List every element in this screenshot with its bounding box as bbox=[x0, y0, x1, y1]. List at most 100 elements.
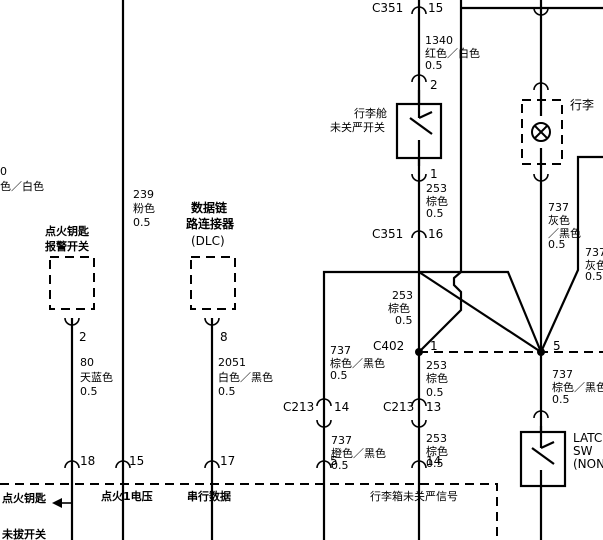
wire-737-orange-color: 橙色／黑色 bbox=[331, 446, 386, 460]
pin-hook bbox=[533, 82, 549, 91]
ign-switch-title1: 点火钥匙 bbox=[45, 224, 90, 238]
wire-253c-circuit: 253 bbox=[426, 359, 447, 372]
bottom-ign-key: 点火钥匙 bbox=[2, 491, 47, 505]
pin-hook bbox=[316, 460, 332, 469]
wire-1340-circuit: 1340 bbox=[425, 34, 453, 47]
pin-hook bbox=[411, 419, 427, 428]
bus-pin-17: 17 bbox=[220, 454, 235, 468]
c351-top-pin: 15 bbox=[428, 1, 443, 15]
wire-253a-gauge: 0.5 bbox=[426, 207, 444, 220]
trunk-switch-pin-top: 2 bbox=[430, 78, 438, 92]
bus-pin-15: 15 bbox=[129, 454, 144, 468]
wire-253a-circuit: 253 bbox=[426, 182, 447, 195]
trunk-switch-pin-bottom: 1 bbox=[430, 167, 438, 181]
switch-contact bbox=[409, 117, 433, 135]
wire-239-gauge: 0.5 bbox=[133, 216, 151, 229]
trunk-lamp bbox=[531, 116, 551, 148]
dlc-box bbox=[190, 256, 236, 310]
latch-switch-box bbox=[519, 430, 567, 488]
bus-pin-5: 5 bbox=[330, 454, 338, 468]
dlc-pin: 8 bbox=[220, 330, 228, 344]
wire-253c-color: 棕色 bbox=[426, 371, 448, 385]
lamp-wire-gauge: 0.5 bbox=[548, 238, 566, 251]
left-circuit: 0 bbox=[0, 165, 7, 178]
wire-1340-gauge: 0.5 bbox=[425, 59, 443, 72]
wire-1340-color: 红色／白色 bbox=[425, 46, 480, 60]
wire-253d-circuit: 253 bbox=[426, 432, 447, 445]
wire-80-gauge: 0.5 bbox=[80, 385, 98, 398]
c213-left-pin: 14 bbox=[334, 400, 349, 414]
pin-hook bbox=[411, 230, 427, 239]
c402-pin-left: 1 bbox=[430, 339, 438, 353]
lamp-wire-color2: ／黑色 bbox=[548, 226, 581, 240]
wire-737-left-gauge: 0.5 bbox=[330, 369, 348, 382]
wire-253b-color: 棕色 bbox=[388, 301, 410, 315]
trunk-switch-label1: 行李舱 bbox=[354, 106, 387, 120]
wire-far-right bbox=[539, 155, 603, 353]
latch-label1: LATC bbox=[573, 431, 602, 445]
lamp-label: 行李 bbox=[570, 97, 594, 112]
wire-253b-gauge: 0.5 bbox=[395, 314, 413, 327]
pin-hook bbox=[411, 6, 427, 15]
c351-top-name: C351 bbox=[372, 1, 403, 15]
wire-80-circuit: 80 bbox=[80, 356, 94, 369]
lamp-wire-circuit: 737 bbox=[548, 201, 569, 214]
pin-hook bbox=[316, 398, 332, 407]
wire-737-right-color: 灰色 bbox=[585, 258, 603, 272]
junction-dot bbox=[415, 348, 423, 356]
pin-hook bbox=[411, 74, 427, 83]
wire-737-left-circuit: 737 bbox=[330, 344, 351, 357]
lamp-box bbox=[521, 99, 563, 165]
c351-mid-pin: 16 bbox=[428, 227, 443, 241]
latch-label3: (NON bbox=[573, 457, 603, 471]
trunk-switch-label2: 未关严开关 bbox=[330, 120, 385, 134]
left-color: 色／白色 bbox=[0, 179, 44, 193]
dashed-components bbox=[0, 99, 603, 540]
bcm-boundary bbox=[0, 483, 498, 540]
pin-hook bbox=[316, 419, 332, 428]
wire-253d-gauge: 0.5 bbox=[426, 457, 444, 470]
pin-hook bbox=[533, 173, 549, 182]
junction-dot bbox=[537, 348, 545, 356]
wire-737-orange-gauge: 0.5 bbox=[331, 459, 349, 472]
pin-hook bbox=[533, 410, 549, 419]
c213-right-name: C213 bbox=[383, 400, 414, 414]
pin-hook bbox=[533, 7, 549, 16]
pin-hook bbox=[64, 317, 80, 326]
wire-2051-circuit: 2051 bbox=[218, 356, 246, 369]
ign-switch-box bbox=[49, 256, 95, 310]
c213-right-pin: 13 bbox=[426, 400, 441, 414]
wire-253d-color: 棕色 bbox=[426, 444, 448, 458]
wire-253c-gauge: 0.5 bbox=[426, 386, 444, 399]
wire-80-color: 天蓝色 bbox=[80, 370, 113, 384]
wire-737-bottom-circuit: 737 bbox=[552, 368, 573, 381]
latch-switch bbox=[519, 426, 567, 488]
pin-hook bbox=[115, 460, 131, 469]
wire-253b-circuit: 253 bbox=[392, 289, 413, 302]
wire-fan-1 bbox=[418, 271, 542, 353]
wire-2051-gauge: 0.5 bbox=[218, 385, 236, 398]
ign-switch-pin: 2 bbox=[79, 330, 87, 344]
c213-left-name: C213 bbox=[283, 400, 314, 414]
wire-737-right-circuit: 737 bbox=[585, 246, 603, 259]
c402-pin-right: 5 bbox=[553, 339, 561, 353]
dlc-title1: 数据链 bbox=[191, 200, 228, 215]
pin-hook bbox=[64, 460, 80, 469]
wire-239-circuit: 239 bbox=[133, 188, 154, 201]
dlc-title2: 路连接器 bbox=[186, 216, 235, 231]
c351-mid-name: C351 bbox=[372, 227, 403, 241]
pin-hook bbox=[204, 317, 220, 326]
pin-hook bbox=[411, 460, 427, 469]
bottom-trunk-signal: 行李箱未关严信号 bbox=[370, 489, 458, 503]
bottom-ign-key2: 未拔开关 bbox=[1, 527, 46, 540]
pin-hook bbox=[411, 398, 427, 407]
wire-253a-color: 棕色 bbox=[426, 194, 448, 208]
latch-label2: SW bbox=[573, 444, 593, 458]
bus-pin-14: 14 bbox=[426, 454, 441, 468]
wire-737-orange-circuit: 737 bbox=[331, 434, 352, 447]
bottom-ign-voltage: 点火1电压 bbox=[101, 489, 153, 503]
wire-239-color: 粉色 bbox=[133, 201, 155, 215]
